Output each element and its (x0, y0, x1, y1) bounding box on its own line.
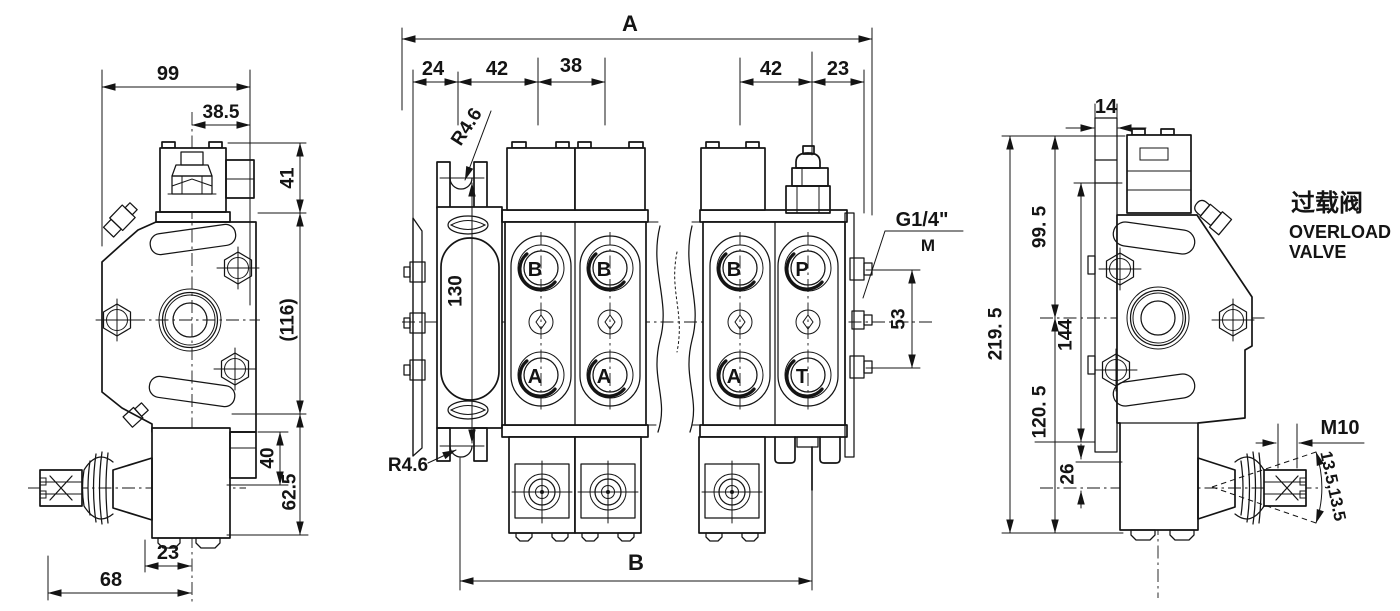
right-kidney-slot-bottom (1112, 373, 1196, 407)
dim-section-pitch-right: 42 (760, 58, 782, 80)
dim-left-foot-offset: 23 (157, 542, 179, 564)
left-lever-yoke (39, 469, 83, 507)
dim-plate-width: 14 (1095, 96, 1118, 118)
dim-left-lower-height: 62.5 (280, 473, 301, 510)
left-kidney-slot-top (149, 223, 237, 256)
front-valve-sections: B A B A B A P T (501, 141, 873, 542)
note-overload-valve-en1: OVERLOAD (1289, 222, 1391, 242)
right-kidney-slot-top (1112, 221, 1196, 255)
dim-overall-width: A (622, 11, 638, 36)
lever-swing-arc (1315, 451, 1324, 524)
port-label-s4-bottom: T (796, 366, 808, 388)
front-left-end-plate (403, 161, 503, 462)
port-label-s1-bottom: A (528, 366, 542, 388)
dim-mount-span: B (628, 550, 644, 575)
left-fitting-bolt-top (102, 202, 138, 238)
dim-left-step-height: 40 (258, 447, 279, 468)
note-overload-valve-en2: VALVE (1289, 242, 1346, 262)
dim-slot-radius-top: R4.6 (447, 104, 486, 149)
section1-bottom-cap (508, 436, 576, 542)
dim-upper-height: 99. 5 (1030, 205, 1051, 248)
port-label-s2-top: B (597, 259, 611, 281)
left-hex-plug-1 (216, 246, 260, 290)
dim-lever-thread: M10 (1321, 417, 1360, 439)
left-fitting-bolt-bottom (122, 402, 149, 428)
dim-gauge-port-pitch: 53 (889, 308, 910, 329)
port-label-s3-bottom: A (727, 366, 741, 388)
left-hex-plug-3 (213, 347, 257, 391)
left-kidney-slot-bottom (148, 375, 236, 408)
dim-left-handle-length: 68 (100, 569, 122, 591)
right-side-view: 14 219. 5 99. 5 120. 5 144 26 M10 13.5,1… (986, 96, 1391, 598)
overload-valve-note: 过载阀 OVERLOAD VALVE (1289, 190, 1391, 262)
dim-step-height: 26 (1058, 463, 1079, 484)
left-view-body (39, 141, 260, 549)
left-side-view: 99 38.5 41 (116) 40 62.5 23 68 (28, 63, 309, 602)
port-label-s4-top: P (795, 259, 808, 281)
dim-end-pitch-left: 24 (422, 58, 445, 80)
dim-lower-height: 120. 5 (1030, 385, 1051, 438)
port-label-s2-bottom: A (597, 366, 611, 388)
dim-lever-swing-angles: 13.5,13.5 (1316, 449, 1349, 522)
dim-left-cap-height: 41 (278, 167, 299, 189)
port-label-s1-top: B (528, 259, 542, 281)
left-view-dimensions: 99 38.5 41 (116) 40 62.5 23 68 (47, 63, 309, 601)
right-lever-cone (1197, 457, 1236, 520)
right-view-body (1087, 117, 1324, 541)
dim-overall-height: 219. 5 (986, 307, 1007, 360)
dim-section-pitch-left: 42 (486, 58, 508, 80)
break-line-right (688, 225, 696, 433)
label-gauge-port-thread: G1/4" (896, 209, 949, 231)
overload-valve-bolt (1194, 199, 1233, 236)
break-line-left (656, 225, 664, 433)
dim-left-body-height: (116) (278, 298, 299, 341)
dim-section-width: 38 (560, 55, 582, 77)
section2-bottom-cap (574, 436, 642, 542)
front-view: B A B A B A P T (388, 11, 964, 591)
dim-slot-radius-bottom: R4.6 (388, 455, 428, 476)
dim-left-width-offset: 38.5 (203, 102, 240, 123)
dim-end-pitch-right: 23 (827, 58, 849, 80)
section4-bottom-bracket (774, 436, 841, 491)
section3-bottom-cap (698, 436, 766, 542)
front-right-end-plate (844, 212, 873, 458)
note-overload-valve-zh: 过载阀 (1291, 190, 1363, 217)
dim-mount-hole-pitch: 130 (446, 275, 467, 307)
label-gauge-port-detail: M (921, 236, 935, 255)
port-label-s3-top: B (727, 259, 741, 281)
dim-left-width-top: 99 (157, 63, 179, 85)
left-lever-bellows (81, 451, 114, 525)
relief-valve (785, 145, 831, 214)
left-lever-cone (112, 457, 153, 521)
dim-body-height: 144 (1056, 319, 1077, 351)
right-lever-yoke (1263, 469, 1307, 507)
